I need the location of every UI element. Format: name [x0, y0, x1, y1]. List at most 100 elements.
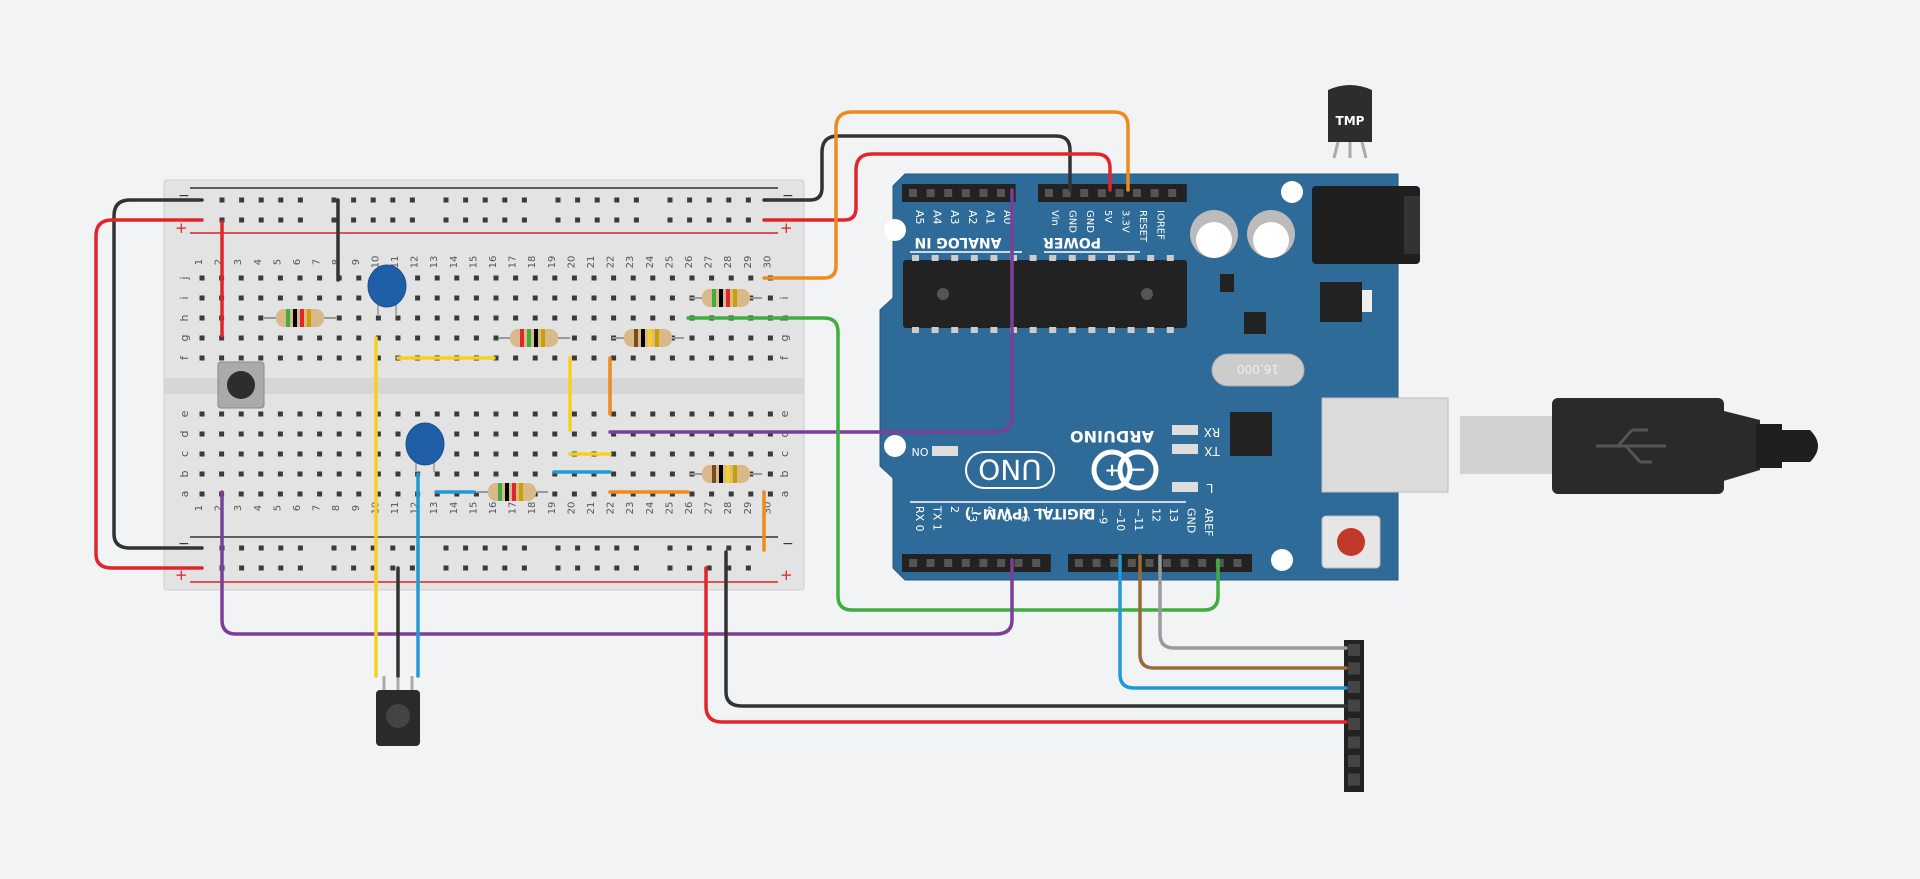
breadboard-hole[interactable]: [748, 335, 754, 341]
breadboard-hole[interactable]: [336, 471, 342, 477]
rail-hole[interactable]: [370, 565, 376, 571]
rail-hole[interactable]: [331, 197, 337, 203]
breadboard-hole[interactable]: [669, 491, 675, 497]
rail-hole[interactable]: [633, 197, 639, 203]
rail-hole[interactable]: [331, 217, 337, 223]
breadboard-hole[interactable]: [277, 275, 283, 281]
resistor[interactable]: [498, 329, 570, 347]
breadboard-hole[interactable]: [767, 431, 773, 437]
breadboard-hole[interactable]: [375, 355, 381, 361]
header-socket[interactable]: [1215, 559, 1224, 567]
breadboard-hole[interactable]: [669, 431, 675, 437]
breadboard-hole[interactable]: [611, 355, 617, 361]
breadboard-hole[interactable]: [630, 451, 636, 457]
rail-hole[interactable]: [745, 545, 751, 551]
rail-hole[interactable]: [555, 197, 561, 203]
breadboard-hole[interactable]: [513, 315, 519, 321]
digital-header-left[interactable]: [902, 554, 1051, 572]
breadboard-hole[interactable]: [669, 471, 675, 477]
breadboard-hole[interactable]: [238, 451, 244, 457]
breadboard-hole[interactable]: [552, 431, 558, 437]
breadboard-hole[interactable]: [571, 295, 577, 301]
analog-header[interactable]: [902, 184, 1016, 202]
breadboard-hole[interactable]: [571, 411, 577, 417]
breadboard-hole[interactable]: [571, 491, 577, 497]
header-pin[interactable]: [1348, 755, 1360, 767]
breadboard-hole[interactable]: [513, 355, 519, 361]
breadboard-hole[interactable]: [454, 471, 460, 477]
rail-hole[interactable]: [297, 565, 303, 571]
breadboard-hole[interactable]: [571, 471, 577, 477]
breadboard-hole[interactable]: [650, 315, 656, 321]
rail-hole[interactable]: [555, 545, 561, 551]
breadboard-hole[interactable]: [591, 491, 597, 497]
breadboard-hole[interactable]: [611, 431, 617, 437]
breadboard-hole[interactable]: [317, 491, 323, 497]
resistor[interactable]: [612, 329, 684, 347]
breadboard-hole[interactable]: [336, 315, 342, 321]
breadboard-hole[interactable]: [258, 315, 264, 321]
rail-hole[interactable]: [706, 197, 712, 203]
breadboard-hole[interactable]: [199, 295, 205, 301]
rail-hole[interactable]: [502, 197, 508, 203]
breadboard-hole[interactable]: [277, 355, 283, 361]
rail-hole[interactable]: [219, 217, 225, 223]
breadboard-hole[interactable]: [611, 451, 617, 457]
breadboard-hole[interactable]: [395, 315, 401, 321]
breadboard-hole[interactable]: [473, 411, 479, 417]
rail-hole[interactable]: [351, 565, 357, 571]
breadboard-hole[interactable]: [297, 295, 303, 301]
rail-hole[interactable]: [390, 197, 396, 203]
breadboard-hole[interactable]: [199, 471, 205, 477]
breadboard-hole[interactable]: [630, 471, 636, 477]
breadboard-hole[interactable]: [591, 471, 597, 477]
breadboard-hole[interactable]: [317, 411, 323, 417]
resistor[interactable]: [264, 309, 336, 327]
breadboard-hole[interactable]: [395, 335, 401, 341]
breadboard-hole[interactable]: [571, 275, 577, 281]
breadboard-hole[interactable]: [238, 411, 244, 417]
breadboard-hole[interactable]: [728, 411, 734, 417]
rail-hole[interactable]: [521, 565, 527, 571]
breadboard-hole[interactable]: [552, 491, 558, 497]
rail-hole[interactable]: [594, 217, 600, 223]
breadboard-hole[interactable]: [591, 411, 597, 417]
breadboard-hole[interactable]: [709, 491, 715, 497]
breadboard-hole[interactable]: [297, 471, 303, 477]
breadboard-hole[interactable]: [630, 491, 636, 497]
breadboard-hole[interactable]: [199, 315, 205, 321]
breadboard-hole[interactable]: [532, 411, 538, 417]
breadboard-hole[interactable]: [238, 471, 244, 477]
breadboard-hole[interactable]: [552, 275, 558, 281]
rail-hole[interactable]: [706, 565, 712, 571]
breadboard-hole[interactable]: [219, 355, 225, 361]
breadboard-hole[interactable]: [630, 355, 636, 361]
rail-hole[interactable]: [390, 565, 396, 571]
breadboard-hole[interactable]: [689, 411, 695, 417]
rail-hole[interactable]: [278, 545, 284, 551]
header-socket[interactable]: [926, 559, 935, 567]
breadboard-hole[interactable]: [532, 431, 538, 437]
breadboard-hole[interactable]: [669, 315, 675, 321]
header-socket[interactable]: [1080, 189, 1089, 197]
rail-hole[interactable]: [351, 545, 357, 551]
breadboard-hole[interactable]: [297, 275, 303, 281]
breadboard-hole[interactable]: [356, 335, 362, 341]
breadboard-hole[interactable]: [356, 315, 362, 321]
breadboard-hole[interactable]: [258, 471, 264, 477]
breadboard-hole[interactable]: [473, 315, 479, 321]
breadboard-hole[interactable]: [748, 451, 754, 457]
ir-receiver[interactable]: [376, 676, 420, 746]
wires[interactable]: [94, 110, 1348, 724]
push-button-cap[interactable]: [227, 371, 255, 399]
breadboard-hole[interactable]: [611, 295, 617, 301]
breadboard-hole[interactable]: [356, 431, 362, 437]
rail-hole[interactable]: [555, 565, 561, 571]
rail-hole[interactable]: [521, 545, 527, 551]
header-socket[interactable]: [1198, 559, 1207, 567]
rail-hole[interactable]: [614, 565, 620, 571]
breadboard-hole[interactable]: [473, 491, 479, 497]
rail-hole[interactable]: [594, 565, 600, 571]
breadboard-hole[interactable]: [395, 431, 401, 437]
rail-hole[interactable]: [351, 217, 357, 223]
